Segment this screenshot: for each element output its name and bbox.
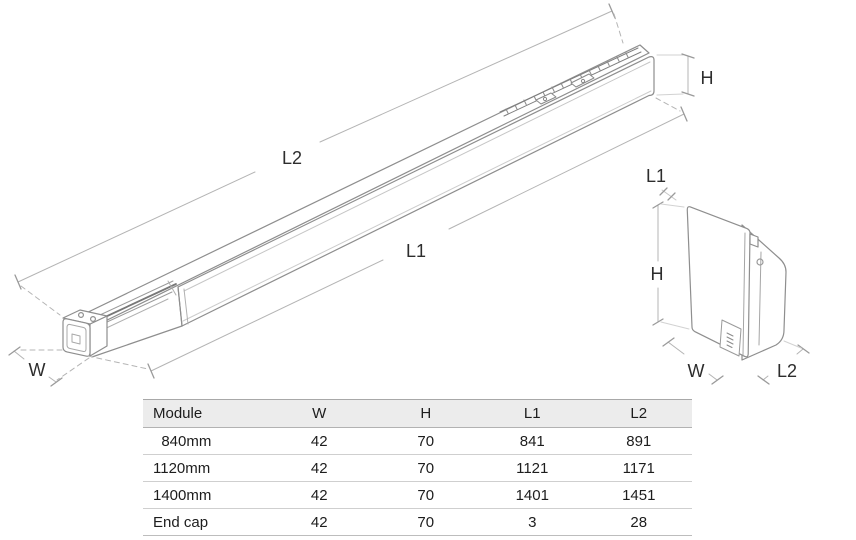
table-cell: 42 [266, 454, 373, 482]
module-bottom-highlight [182, 90, 652, 322]
col-header-l2: L2 [585, 399, 692, 428]
dim-label-w-main: W [29, 360, 46, 380]
module-left-edge-inner [183, 288, 189, 325]
table-cell-module: End cap [143, 508, 266, 536]
col-header-h: H [372, 399, 479, 428]
track-connector-block [535, 92, 557, 105]
dim-label-l1-endcap: L1 [646, 166, 666, 186]
endcap-sticker [719, 319, 742, 357]
table-cell: 70 [372, 454, 479, 482]
col-header-module: Module [143, 399, 266, 428]
table-cell: 42 [266, 481, 373, 509]
endcap-tab [749, 233, 759, 248]
table-cell: 70 [372, 481, 479, 509]
linear-fixture-drawing [62, 44, 655, 358]
endcap-hole [756, 258, 764, 266]
endcap-body [741, 224, 787, 361]
track-connector-block [570, 73, 595, 88]
dim-label-l2-main: L2 [282, 148, 302, 168]
dim-label-l1-main: L1 [406, 241, 426, 261]
table-cell: 891 [585, 427, 692, 455]
table-cell: 1121 [479, 454, 586, 482]
table-cell: 1451 [585, 481, 692, 509]
dimensions-table: Module W H L1 L2 840mm 42 70 841 891 112… [143, 399, 692, 536]
table-row: 840mm 42 70 841 891 [143, 427, 692, 455]
main-dimension-lines [8, 3, 695, 387]
fixture-end-cap-left [62, 309, 108, 357]
table-cell: 70 [372, 508, 479, 536]
dim-label-h-endcap: H [651, 264, 664, 284]
cap-groove [66, 323, 87, 352]
endcap-front-plate [686, 206, 751, 358]
dim-label-l2-endcap: L2 [777, 361, 797, 381]
table-cell: 42 [266, 508, 373, 536]
table-cell: 841 [479, 427, 586, 455]
table-cell: 3 [479, 508, 586, 536]
cap-screw [77, 312, 84, 319]
table-row: 1120mm 42 70 1121 1171 [143, 454, 692, 482]
table-cell: 1401 [479, 481, 586, 509]
col-header-w: W [266, 399, 373, 428]
dim-label-h-main: H [701, 68, 714, 88]
table-cell: 42 [266, 427, 373, 455]
cap-screw [89, 316, 96, 323]
module-left-edge [177, 286, 183, 327]
table-cell-module: 1120mm [143, 454, 266, 482]
table-header-row: Module W H L1 L2 [143, 399, 692, 428]
table-cell-module: 840mm [143, 427, 266, 455]
table-cell: 28 [585, 508, 692, 536]
dim-label-w-endcap: W [688, 361, 705, 381]
module-top-highlight [183, 61, 651, 292]
track-bottom-edge [91, 325, 183, 358]
cap-front-face [62, 318, 91, 357]
table-row: End cap 42 70 3 28 [143, 508, 692, 536]
table-cell: 70 [372, 427, 479, 455]
track-rails [499, 47, 642, 117]
end-cap-detail-drawing [686, 206, 787, 361]
module-body [177, 56, 655, 327]
cap-groove-slot [71, 333, 81, 345]
table-cell: 1171 [585, 454, 692, 482]
col-header-l1: L1 [479, 399, 586, 428]
endcap-dimension-lines [652, 187, 810, 385]
table-cell-module: 1400mm [143, 481, 266, 509]
table-row: 1400mm 42 70 1401 1451 [143, 481, 692, 509]
